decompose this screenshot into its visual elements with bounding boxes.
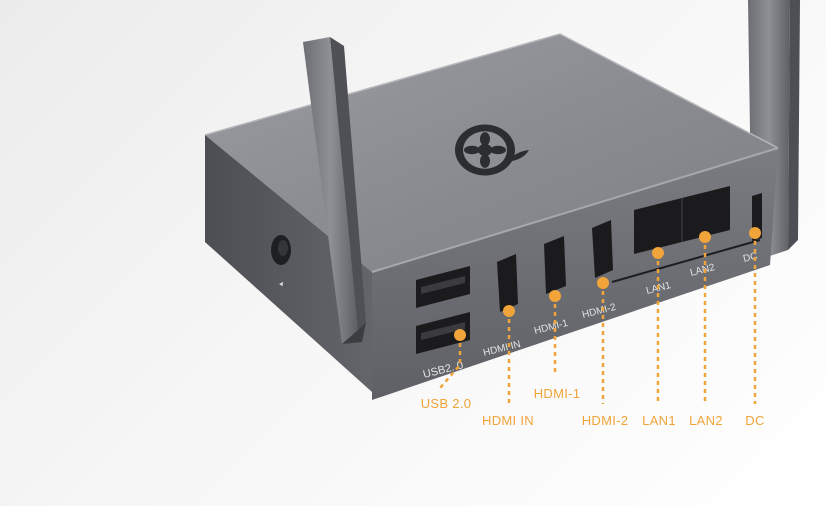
label-usb-2-0: USB 2.0	[420, 396, 472, 411]
label-hdmi-1: HDMI-1	[533, 386, 581, 401]
label-lan2: LAN2	[689, 413, 723, 428]
device-left-side	[205, 135, 372, 392]
port-hdmi-in	[497, 254, 518, 312]
port-hdmi-1	[544, 236, 566, 294]
svg-text:▲: ▲	[277, 279, 287, 289]
silk-dc: DC	[742, 251, 759, 265]
flower-logo-icon	[455, 124, 529, 176]
port-hdmi-2	[592, 220, 613, 278]
callout-dot-lan1	[652, 247, 664, 259]
label-hdmi-2: HDMI-2	[581, 413, 629, 428]
callout-dot-hdmi-1	[549, 290, 561, 302]
callout-dot-hdmi-in	[503, 305, 515, 317]
label-lan1: LAN1	[642, 413, 676, 428]
antenna-left	[303, 37, 366, 344]
callout-dot-dc	[749, 227, 761, 239]
label-dc: DC	[745, 413, 765, 428]
callout-dot-lan2	[699, 231, 711, 243]
label-hdmi-in: HDMI IN	[482, 413, 534, 428]
callout-line-usb	[439, 335, 462, 389]
callout-dot-usb	[454, 329, 466, 341]
port-usb	[416, 266, 470, 354]
callout-dot-hdmi-2	[597, 277, 609, 289]
